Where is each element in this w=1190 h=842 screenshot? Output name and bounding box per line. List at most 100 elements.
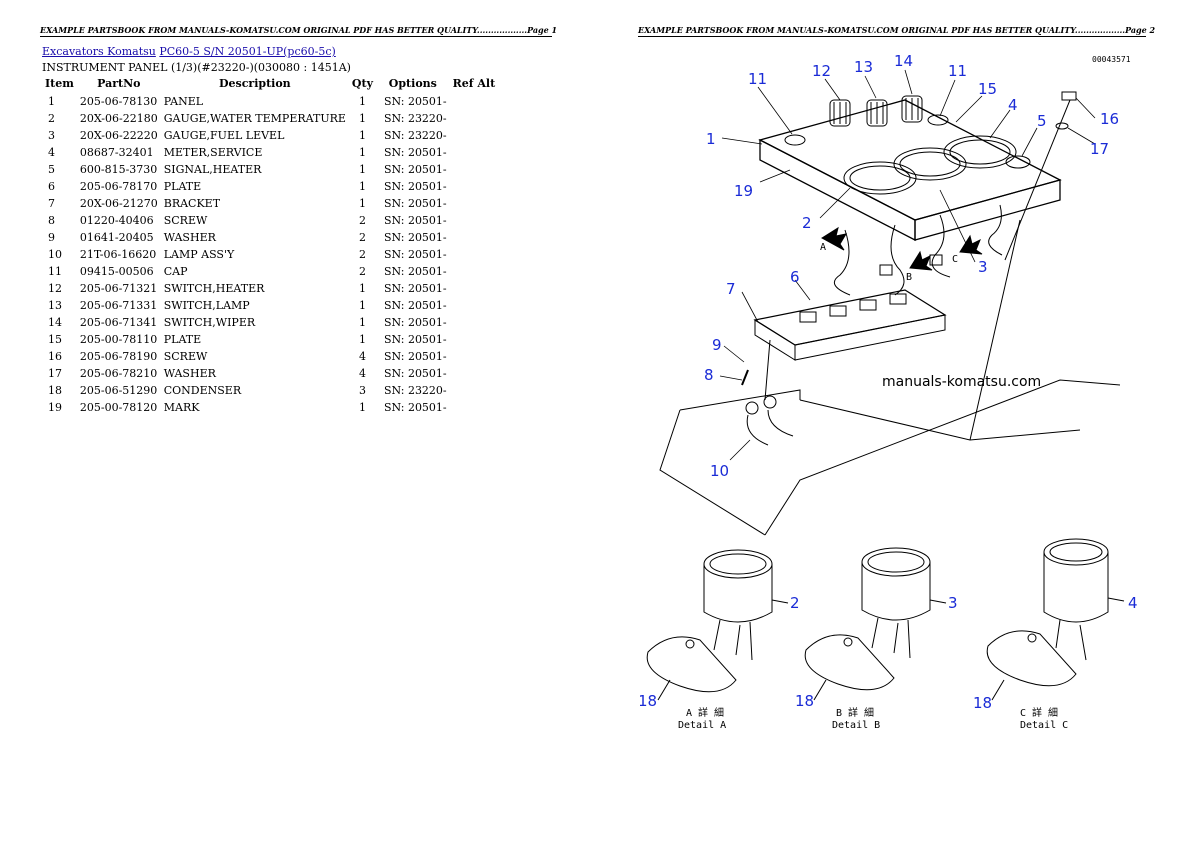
- cell-desc: PANEL: [163, 95, 204, 108]
- callout-2: 2: [802, 214, 812, 232]
- cell-qty: 3: [358, 384, 366, 397]
- cell-partno: 01220-40406: [79, 214, 154, 227]
- cell-ref-alt: [450, 93, 499, 110]
- cell-item: 15: [48, 333, 62, 346]
- cell-item: 18: [48, 384, 62, 397]
- cell-opt: SN: 20501-: [383, 214, 447, 227]
- cell-ref-alt: [450, 178, 499, 195]
- exploded-parts-diagram: 00043571 A B C: [640, 52, 1138, 731]
- col-header-options: Options: [388, 77, 437, 90]
- watermark: manuals-komatsu.com: [882, 374, 1041, 390]
- cell-ref-alt: [450, 314, 499, 331]
- callout-1: 1: [706, 130, 716, 148]
- cell-desc: PLATE: [163, 180, 202, 193]
- cell-item: 3: [48, 129, 55, 142]
- callout-7: 7: [726, 280, 736, 298]
- callout-3: 3: [978, 258, 988, 276]
- cell-qty: 1: [358, 146, 366, 159]
- cell-partno: 205-06-71331: [79, 299, 158, 312]
- cell-partno: 205-00-78120: [79, 401, 158, 414]
- callout-5: 5: [1037, 112, 1047, 130]
- cell-opt: SN: 20501-: [383, 350, 447, 363]
- cell-qty: 1: [358, 282, 366, 295]
- cell-desc: LAMP ASS'Y: [163, 248, 235, 261]
- detail-c-caption-jp: C 詳 細: [1020, 706, 1058, 719]
- cell-partno: 08687-32401: [79, 146, 154, 159]
- cell-opt: SN: 20501-: [383, 333, 447, 346]
- cell-item: 12: [48, 282, 62, 295]
- arrow-label-c: C: [952, 254, 958, 265]
- cell-opt: SN: 20501-: [383, 299, 447, 312]
- detail-a-caption: Detail A: [678, 720, 726, 731]
- cell-desc: SCREW: [163, 214, 208, 227]
- cell-desc: CONDENSER: [163, 384, 242, 397]
- callout-9: 9: [712, 336, 722, 354]
- col-header-ref-alt: Ref Alt: [452, 77, 496, 90]
- cell-item: 11: [48, 265, 62, 278]
- callout-14: 14: [894, 52, 913, 70]
- cell-qty: 1: [358, 333, 366, 346]
- cell-ref-alt: [450, 195, 499, 212]
- cell-desc: WASHER: [163, 367, 216, 380]
- callout-8: 8: [704, 366, 714, 384]
- callout-11b: 11: [948, 62, 967, 80]
- cell-item: 7: [48, 197, 55, 210]
- col-header-partno: PartNo: [97, 77, 141, 90]
- detail-c-drawing: [986, 538, 1125, 701]
- arrow-label-a: A: [820, 242, 826, 253]
- arrow-label-b: B: [906, 272, 912, 283]
- cell-item: 5: [48, 163, 55, 176]
- cell-item: 16: [48, 350, 62, 363]
- cell-qty: 1: [358, 316, 366, 329]
- callout-12: 12: [812, 62, 831, 80]
- cell-ref-alt: [450, 348, 499, 365]
- col-header-item: Item: [45, 77, 74, 90]
- cell-opt: SN: 23220-: [383, 384, 447, 397]
- callout-16: 16: [1100, 110, 1119, 128]
- cell-ref-alt: [450, 399, 499, 416]
- cell-opt: SN: 20501-: [383, 163, 447, 176]
- cell-desc: SWITCH,WIPER: [163, 316, 256, 329]
- cell-partno: 205-06-78210: [79, 367, 158, 380]
- cell-ref-alt: [450, 297, 499, 314]
- callout-6: 6: [790, 268, 800, 286]
- cell-item: 2: [48, 112, 55, 125]
- cell-desc: METER,SERVICE: [163, 146, 263, 159]
- cell-opt: SN: 20501-: [383, 316, 447, 329]
- breadcrumb-link-category[interactable]: Excavators Komatsu: [42, 45, 156, 58]
- cell-opt: SN: 20501-: [383, 180, 447, 193]
- detail-a-drawing: [646, 549, 789, 701]
- cell-partno: 09415-00506: [79, 265, 154, 278]
- cell-item: 19: [48, 401, 62, 414]
- callout-4: 4: [1008, 96, 1018, 114]
- table-header-row: Item PartNo Description Qty Options Ref …: [42, 76, 498, 93]
- cell-desc: GAUGE,FUEL LEVEL: [163, 129, 285, 142]
- cell-desc: SWITCH,HEATER: [163, 282, 265, 295]
- callout-13: 13: [854, 58, 873, 76]
- leader-lines: [719, 69, 1096, 461]
- cell-qty: 1: [358, 95, 366, 108]
- cell-partno: 205-06-78190: [79, 350, 158, 363]
- cell-opt: SN: 20501-: [383, 248, 447, 261]
- cell-partno: 205-06-78130: [79, 95, 158, 108]
- detail-b-caption: Detail B: [832, 720, 880, 731]
- cell-desc: CAP: [163, 265, 188, 278]
- cell-desc: BRACKET: [163, 197, 221, 210]
- cell-item: 14: [48, 316, 62, 329]
- cell-desc: SWITCH,LAMP: [163, 299, 250, 312]
- cell-opt: SN: 20501-: [383, 282, 447, 295]
- breadcrumb-link-model[interactable]: PC60-5 S/N 20501-UP(pc60-5c): [159, 45, 336, 58]
- page1-banner: EXAMPLE PARTSBOOK FROM MANUALS-KOMATSU.C…: [40, 25, 558, 37]
- cell-qty: 1: [358, 401, 366, 414]
- cell-opt: SN: 20501-: [383, 231, 447, 244]
- callout-10: 10: [710, 462, 729, 480]
